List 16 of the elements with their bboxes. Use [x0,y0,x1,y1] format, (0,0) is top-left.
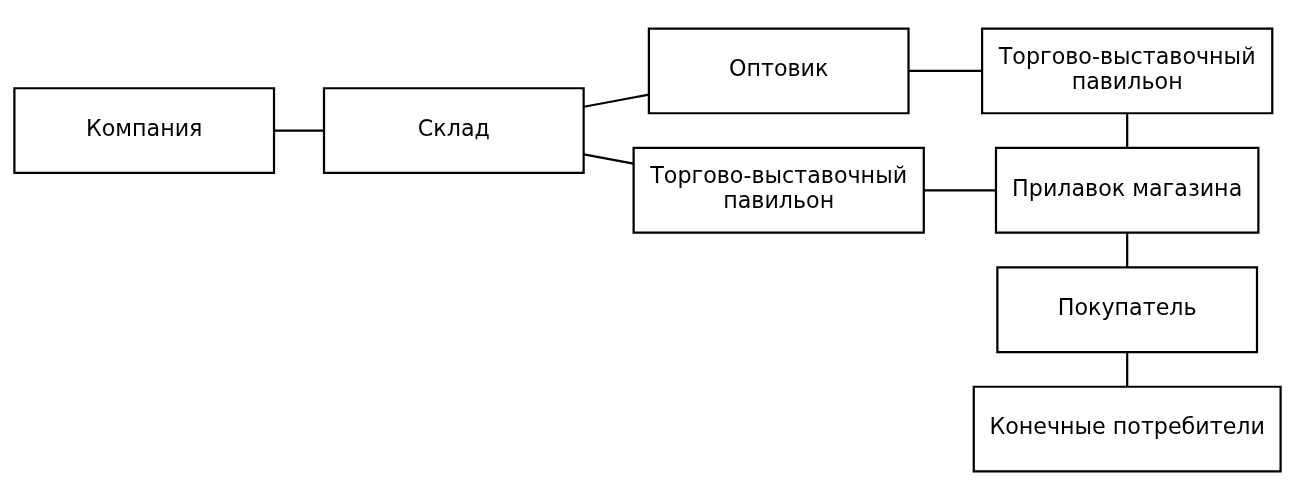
node-box: Прилавок магазина [994,146,1260,234]
connector [1126,351,1129,387]
node-box: Конечные потребители [972,385,1282,473]
node-box: Склад [322,86,585,174]
connector [924,188,996,191]
node-box: Покупатель [996,265,1259,353]
connector [583,93,650,108]
node-box: Торгово-выставочный павильон [981,26,1274,114]
node-box: Компания [13,86,276,174]
connector [908,69,982,72]
connector [274,129,324,132]
connector [1126,232,1129,267]
connector [1126,112,1129,148]
node-box: Оптовик [647,26,910,114]
node-box: Торгово-выставочный павильон [632,146,925,234]
connector [583,152,634,165]
